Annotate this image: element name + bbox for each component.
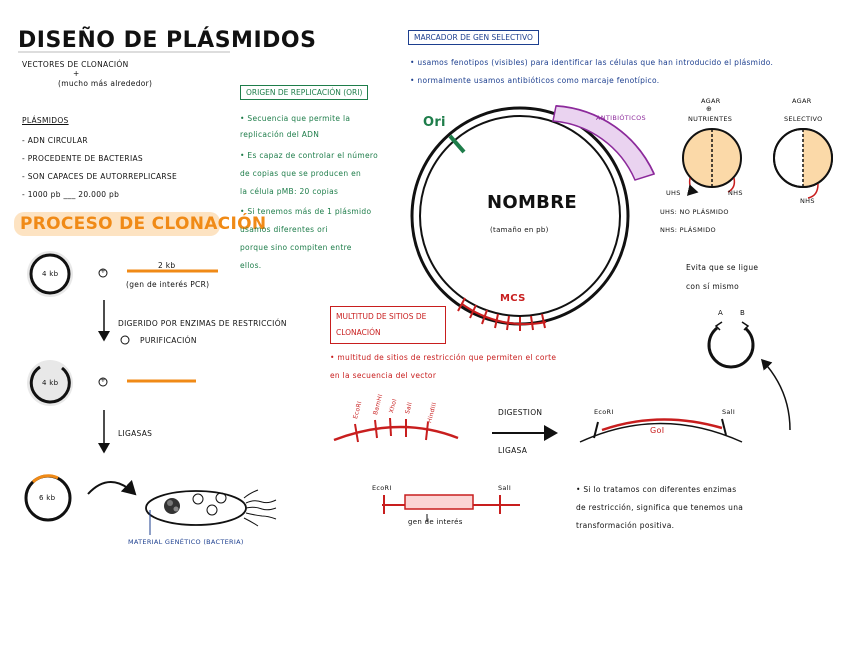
gen-caption: gen de interés: [408, 518, 463, 526]
proceso-heading: PROCESO DE CLONACIÓN: [20, 214, 267, 234]
origen-bullet: porque sino compiten entre: [240, 243, 352, 252]
gen-ecori: EcoRI: [372, 484, 392, 492]
nhs-label-2: NHS: [800, 197, 815, 205]
multitud-bullet-2: en la secuencia del vector: [330, 371, 437, 380]
vector-label-2: 4 kb: [42, 379, 59, 387]
agar-plate-nutrientes: [682, 128, 742, 196]
label-b: B: [740, 309, 746, 317]
plasmid-size: (tamaño en pb): [490, 226, 549, 234]
vector-circle-1: [27, 251, 73, 297]
note-line: • Si lo tratamos con diferentes enzimas: [576, 485, 737, 494]
plus-circle-purif: [120, 335, 130, 345]
plasmidos-item: - 1000 pb ___ 20.000 pb: [22, 190, 120, 199]
evita-line1: Evita que se ligue: [686, 263, 759, 272]
vector-label-1: 4 kb: [42, 270, 59, 278]
vector-circle-2: [27, 360, 73, 406]
step-digest: DIGERIDO POR ENZIMAS DE RESTRICCIÓN: [118, 319, 287, 328]
agar2-title: AGAR: [792, 97, 812, 105]
plus-circle-2: [98, 377, 108, 387]
nhs-label: NHS: [728, 189, 743, 197]
ori-label: Ori: [423, 115, 446, 130]
origen-label: ORIGEN DE REPLICACIÓN (ORI): [240, 85, 369, 100]
agar-plate-selectivo: [773, 128, 833, 199]
proceso-highlight: [14, 212, 220, 236]
arrow-up-evita: [760, 358, 791, 431]
origen-bullet: la célula pMB: 20 copias: [240, 187, 339, 196]
gen-sali: SalI: [498, 484, 512, 492]
agar1-title: AGAR: [701, 97, 721, 105]
material-genetico-label: MATERIAL GENÉTICO (BACTERIA): [128, 538, 244, 546]
restriction-sites-drawing: [333, 417, 459, 443]
legend-nhs: NHS: PLÁSMIDO: [660, 226, 716, 234]
gene-bar: [382, 494, 520, 522]
plasmid-name: NOMBRE: [487, 192, 577, 213]
note-line: transformación positiva.: [576, 521, 675, 530]
plasmid-map: [410, 105, 656, 331]
evita-line2: con sí mismo: [686, 282, 740, 291]
result-ecori: EcoRI: [594, 408, 614, 416]
result-curve: [579, 418, 743, 443]
vector-circle-3: [24, 474, 72, 522]
plus-sign-1: +: [100, 267, 107, 275]
ligasa-label: LIGASA: [498, 446, 528, 455]
open-plasmid-ab: [707, 321, 755, 369]
vectores-plus: +: [73, 69, 80, 78]
multitud-bullet-1: • multitud de sitios de restricción que …: [330, 353, 557, 362]
legend-uhs: UHS: NO PLÁSMIDO: [660, 208, 729, 216]
uhs-label: UHS: [666, 189, 681, 197]
origen-bullet: usamos diferentes ori: [240, 225, 328, 234]
plasmidos-heading: PLÁSMIDOS: [22, 116, 69, 125]
agar2-sub: SELECTIVO: [784, 115, 823, 123]
antibioticos-label: ANTIBIÓTICOS: [596, 114, 646, 122]
marcador-label: MARCADOR DE GEN SELECTIVO: [408, 30, 539, 45]
plasmidos-item: - SON CAPACES DE AUTORREPLICARSE: [22, 172, 178, 181]
bacteria-drawing: [145, 489, 277, 535]
agar1-sub: NUTRIENTES: [688, 115, 733, 123]
vectores-line1: VECTORES DE CLONACIÓN: [22, 60, 129, 69]
result-goi: GoI: [650, 426, 665, 435]
origen-bullet: ellos.: [240, 261, 262, 270]
digestion-label: DIGESTION: [498, 408, 543, 417]
origen-bullet: • Si tenemos más de 1 plásmido: [240, 207, 372, 216]
step-purificacion: PURIFICACIÓN: [140, 336, 197, 345]
origen-bullet: replicación del ADN: [240, 130, 320, 139]
step-ligasas: LIGASAS: [118, 429, 153, 438]
agar1-symbol: ⊕: [706, 105, 713, 113]
page-title: DISEÑO DE PLÁSMIDOS: [18, 28, 317, 53]
plus-circle-1: [98, 268, 108, 278]
label-a: A: [718, 309, 724, 317]
plus-sign-2: +: [100, 376, 107, 384]
origen-bullet: • Es capaz de controlar el número: [240, 151, 378, 160]
origen-bullet: de copias que se producen en: [240, 169, 362, 178]
curved-arrow-bacteria: [87, 479, 137, 496]
vector-label-3: 6 kb: [39, 494, 56, 502]
insert-caption: (gen de interés PCR): [126, 280, 210, 289]
result-sali: SalI: [722, 408, 736, 416]
plasmidos-item: - PROCEDENTE DE BACTERIAS: [22, 154, 143, 163]
plasmidos-item: - ADN CIRCULAR: [22, 136, 88, 145]
multitud-label: MULTITUD DE SITIOS DE CLONACIÓN: [330, 306, 446, 344]
note-line: de restricción, significa que tenemos un…: [576, 503, 744, 512]
origen-bullet: • Secuencia que permite la: [240, 114, 351, 123]
mcs-label: MCS: [500, 293, 526, 304]
insert-size: 2 kb: [158, 261, 176, 270]
marcador-bullet: • normalmente usamos antibióticos como m…: [410, 76, 660, 85]
marcador-bullet: • usamos fenotipos (visibles) para ident…: [410, 58, 774, 67]
vectores-line2: (mucho más alrededor): [58, 79, 153, 88]
